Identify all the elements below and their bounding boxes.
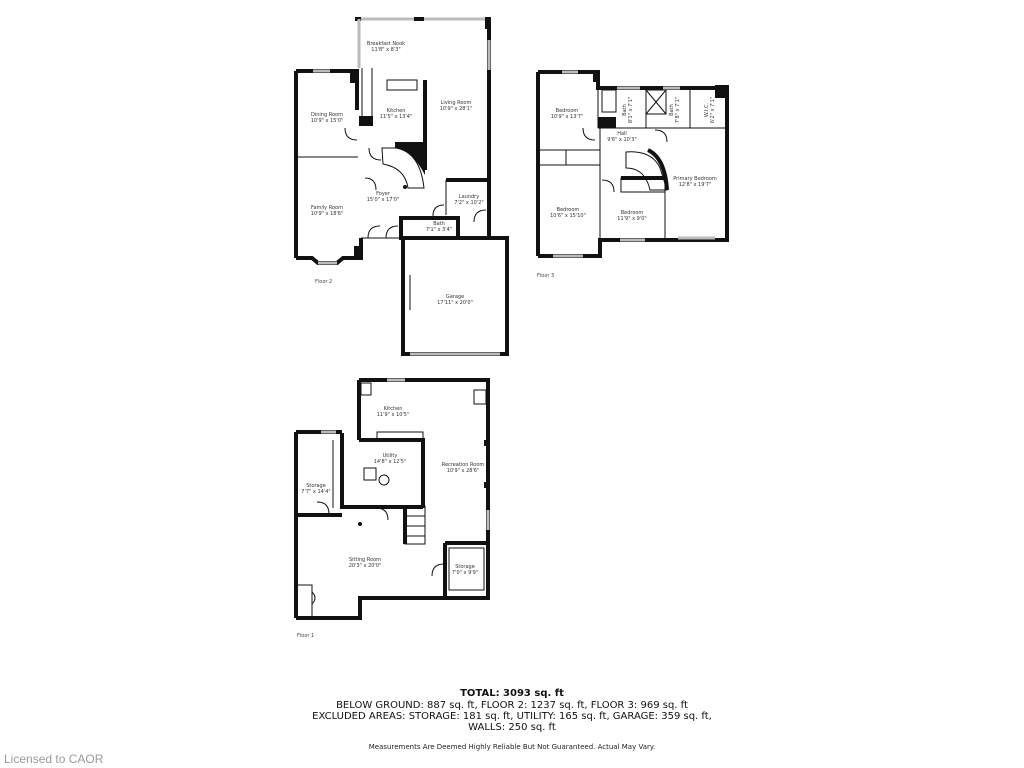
- room-name: Living Room: [440, 100, 472, 106]
- room-dims: 11'8" x 8'3": [371, 47, 401, 53]
- total-area: TOTAL: 3093 sq. ft: [460, 688, 564, 699]
- walls-area: WALLS: 250 sq. ft: [468, 722, 556, 733]
- room-name: Storage: [455, 564, 475, 570]
- room-dims: 10'9" x 28'1": [439, 106, 473, 112]
- room-name: Kitchen: [386, 108, 406, 114]
- room-name: Foyer: [376, 191, 390, 197]
- room-dims: 7'8" x 7'1": [675, 96, 681, 124]
- room-name: Kitchen: [383, 406, 403, 412]
- floor-2-label: Floor 2: [315, 279, 333, 285]
- license-watermark: Licensed to CAOR: [4, 752, 104, 766]
- room-dims: 10'9" x 15'0": [310, 118, 344, 124]
- room-dims: 10'9" x 13'7": [550, 114, 584, 120]
- floor-1-plan: [294, 378, 490, 620]
- room-dims: 14'8" x 12'5": [373, 459, 407, 465]
- room-dims: 10'9" x 18'6": [310, 211, 344, 217]
- room-dims: 17'11" x 20'0": [437, 300, 473, 306]
- room-name: Bedroom: [555, 108, 579, 114]
- room-dims: 11'5" x 13'4": [379, 114, 413, 120]
- room-dims: 15'0" x 17'0": [366, 197, 400, 203]
- room-name: Bedroom: [620, 210, 644, 216]
- room-dims: 9'6" x 10'3": [607, 137, 637, 143]
- room-name: Hall: [617, 131, 627, 137]
- floor-3-label: Floor 3: [537, 273, 555, 279]
- room-dims: 11'9" x 9'0": [617, 216, 647, 222]
- room-dims: 7'0" x 9'9": [451, 570, 479, 576]
- room-dims: 11'9" x 10'5": [376, 412, 410, 418]
- room-dims: 10'6" x 15'10": [550, 213, 586, 219]
- excluded-areas: EXCLUDED AREAS: STORAGE: 181 sq. ft, UTI…: [312, 711, 712, 722]
- floor-1-label: Floor 1: [297, 633, 315, 639]
- room-dims: 20'3" x 20'0": [348, 563, 382, 569]
- room-name: Dining Room: [311, 112, 343, 118]
- room-name: Garage: [445, 294, 465, 300]
- room-dims: 7'2" x 10'2": [454, 200, 484, 206]
- disclaimer: Measurements Are Deemed Highly Reliable …: [368, 743, 656, 751]
- room-name: Primary Bedroom: [673, 176, 717, 182]
- floor-2-plan: [294, 17, 509, 356]
- room-dims: 7'7" x 14'4": [301, 489, 331, 495]
- room-name: Storage: [306, 483, 326, 489]
- room-name: Breakfast Nook: [366, 41, 406, 47]
- room-wic: W.I.C.6'2" x 7'1": [704, 97, 716, 123]
- room-dims: 8'1" x 7'1": [628, 96, 634, 124]
- room-name: Recreation Room: [441, 462, 485, 468]
- floor-3-plan: [536, 70, 729, 258]
- room-name: Bath: [433, 221, 445, 227]
- room-name: Laundry: [458, 194, 480, 200]
- room-dims: 10'9" x 28'6": [446, 468, 480, 474]
- room-dims: 7'1" x 3'4": [425, 227, 453, 233]
- room-dims: 12'8" x 19'7": [678, 182, 712, 188]
- room-name: Utility: [382, 453, 398, 459]
- room-name: Sitting Room: [348, 557, 382, 563]
- room-name: Bedroom: [556, 207, 580, 213]
- room-dims: 6'2" x 7'1": [710, 96, 716, 124]
- floor-areas: BELOW GROUND: 887 sq. ft, FLOOR 2: 1237 …: [336, 700, 688, 711]
- room-name: Family Room: [311, 205, 343, 211]
